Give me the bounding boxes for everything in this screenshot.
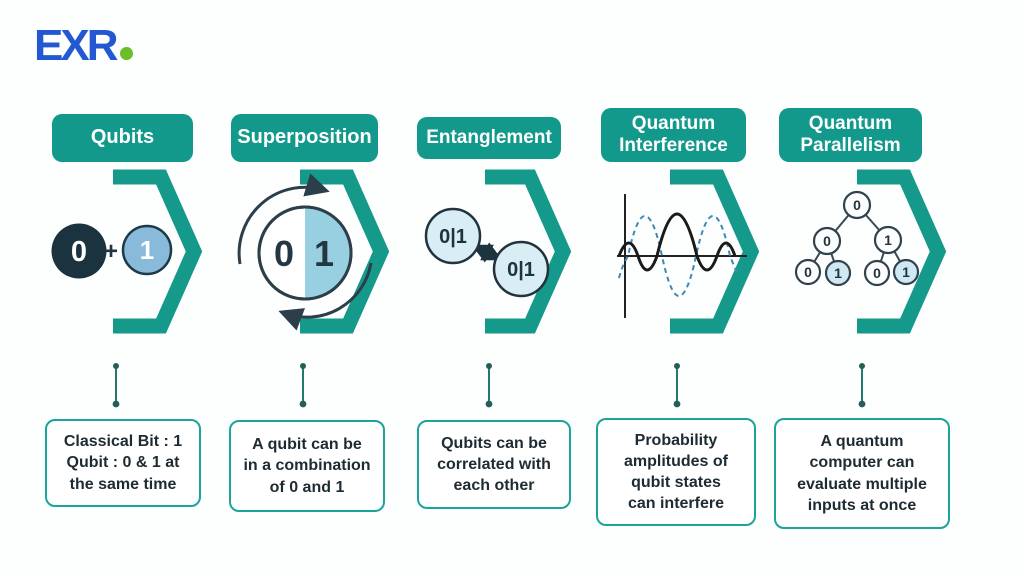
header-quantum-parallelism: Quantum Parallelism (779, 108, 922, 162)
tree-root-circle (842, 190, 872, 220)
header-quantum-interference: Quantum Interference (601, 108, 746, 162)
bit1-label: 1 (140, 235, 154, 265)
chevron-arrow-icon (113, 169, 203, 334)
tree-leaf1-label: 0 (804, 264, 812, 280)
plus-sign: + (104, 238, 118, 265)
rotation-arrow-bottom-icon (278, 262, 373, 331)
half1-label: 1 (314, 233, 334, 274)
bit1-circle (121, 224, 173, 276)
qubit-a-label: 0|1 (439, 226, 467, 248)
tree-r-label: 1 (884, 232, 892, 248)
bit0-label: 0 (71, 236, 87, 268)
interference-illustration (617, 169, 760, 334)
connector-line (673, 363, 681, 408)
tree-leaf1-circle (794, 258, 822, 286)
entanglement-illustration: 0|1 0|1 (424, 169, 572, 334)
qubits-illustration: 0 + 1 (51, 169, 203, 334)
tree-leaf4-label: 1 (902, 264, 910, 280)
tree-leaf2-label: 1 (834, 265, 842, 281)
tree-leaf3-circle (863, 259, 891, 287)
circle-outline (257, 205, 353, 301)
chevron-arrow-icon (300, 169, 390, 334)
superposition-illustration: 0 1 (237, 169, 390, 334)
tree-r-circle (873, 225, 903, 255)
column-qubits: Qubits 0 + 1 Classical Bit : 1 Qubit : 0… (30, 0, 215, 576)
header-qubits: Qubits (52, 114, 193, 162)
connector-line (112, 363, 120, 408)
column-superposition: Superposition 0 1 A qubit can be in a co… (212, 0, 397, 576)
chevron-arrow-icon (857, 169, 947, 334)
logo-dot-icon (120, 47, 134, 60)
logo-text: EXR (34, 21, 119, 70)
description-entanglement: Qubits can be correlated with each other (417, 420, 571, 509)
description-quantum-parallelism: A quantum computer can evaluate multiple… (774, 418, 950, 529)
parallelism-illustration: 0 0 1 0 1 0 1 (794, 169, 947, 334)
chevron-arrow-icon (485, 169, 572, 334)
column-quantum-parallelism: Quantum Parallelism 0 0 1 0 1 0 1 A quan… (758, 0, 953, 576)
blue-half-disk (305, 207, 351, 299)
exr-logo: EXR (34, 21, 134, 70)
connector-line (858, 363, 866, 408)
tree-leaf4-circle (892, 258, 920, 286)
description-quantum-interference: Probability amplitudes of qubit states c… (596, 418, 756, 526)
connector-line (485, 363, 493, 408)
header-entanglement: Entanglement (417, 117, 561, 159)
tree-leaf3-label: 0 (873, 265, 881, 281)
chevron-arrow-icon (670, 169, 760, 334)
description-qubits: Classical Bit : 1 Qubit : 0 & 1 at the s… (45, 419, 201, 507)
tree-root-label: 0 (853, 197, 861, 213)
qubit-a-circle (424, 207, 482, 265)
tree-l-label: 0 (823, 233, 831, 249)
entangle-double-arrow-icon (471, 242, 503, 263)
qubit-b-circle (492, 240, 550, 298)
bit0-circle (51, 223, 107, 279)
tree-l-circle (812, 226, 842, 256)
half0-label: 0 (274, 233, 294, 274)
solid-wave (617, 212, 737, 272)
description-superposition: A qubit can be in a combination of 0 and… (229, 420, 385, 512)
tree-leaf2-circle (824, 259, 852, 287)
connector-line (299, 363, 307, 408)
column-entanglement: Entanglement 0|1 0|1 Qubits can be corre… (396, 0, 581, 576)
qubit-b-label: 0|1 (507, 259, 535, 281)
header-superposition: Superposition (231, 114, 378, 162)
rotation-arrow-top-icon (237, 173, 330, 265)
column-quantum-interference: Quantum Interference Probability amplitu… (581, 0, 766, 576)
